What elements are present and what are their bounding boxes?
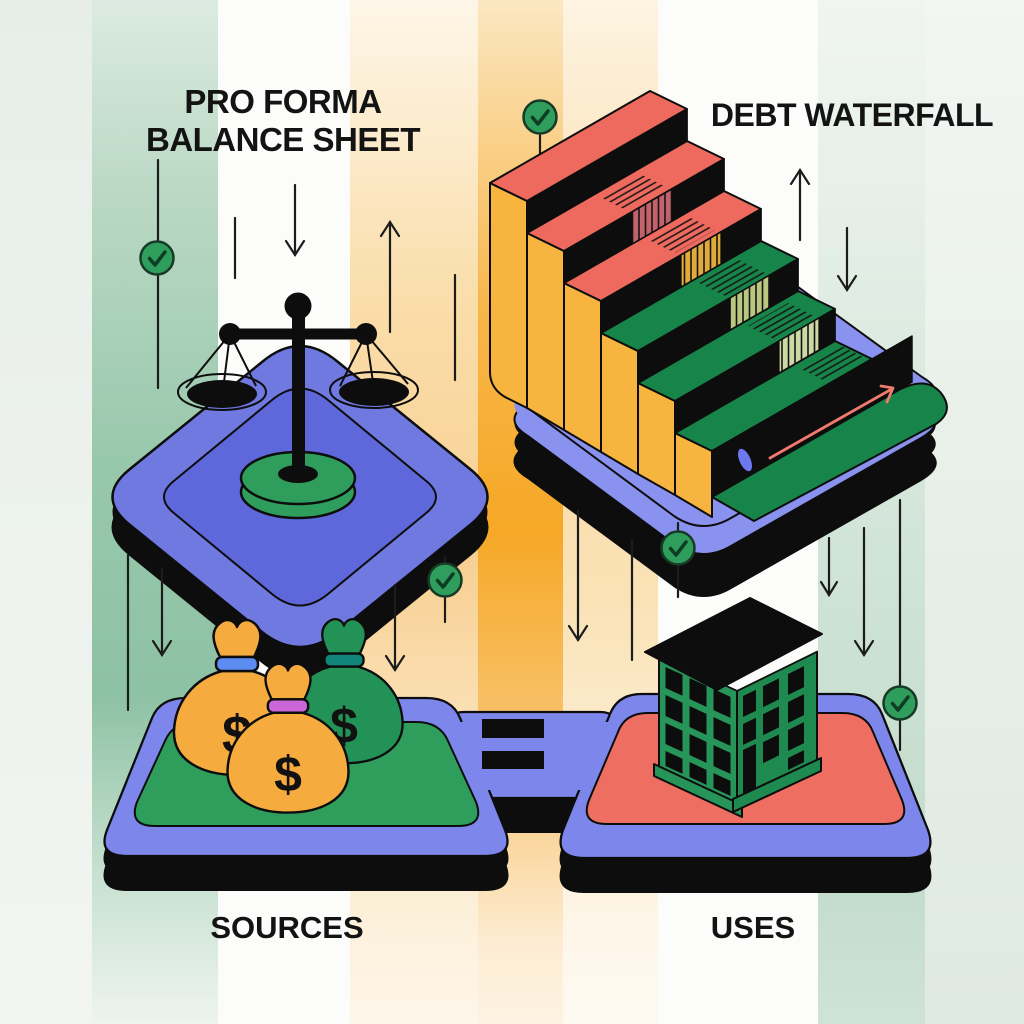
down-arrow-icon <box>819 536 839 598</box>
equals-sign <box>482 719 544 769</box>
building-roof <box>644 597 823 691</box>
up-arrow-icon <box>789 167 811 242</box>
balance-scale-icon <box>177 292 419 520</box>
down-arrow-icon <box>567 508 589 643</box>
stairs-landing <box>711 382 948 522</box>
up-arrow-icon <box>379 219 401 334</box>
riser-dot <box>737 448 753 472</box>
scale-pole <box>292 306 305 476</box>
money-bag-icon: $ <box>226 662 350 814</box>
down-arrow-icon <box>853 526 875 658</box>
balance-sheet-title-line1: PRO FORMA <box>184 83 381 120</box>
scale-pans <box>177 371 419 411</box>
down-arrow-icon <box>151 566 173 658</box>
waterfall-cascades <box>600 174 865 381</box>
check-circle-icon <box>427 562 463 598</box>
building-right-wall <box>736 650 818 801</box>
balance-sheet-platform <box>111 292 489 678</box>
sources-label: SOURCES <box>210 910 363 945</box>
balance-sheet-title-line2: BALANCE SHEET <box>146 121 420 158</box>
dollar-sign: $ <box>274 746 302 802</box>
bag-tie-band <box>323 652 365 668</box>
check-circle-icon <box>139 240 175 276</box>
building-door <box>743 743 756 795</box>
payment-flow-arrow <box>737 384 895 472</box>
building-plinth-left <box>653 763 743 818</box>
building-icon <box>644 597 823 818</box>
debt-waterfall-stairs-icon <box>489 90 948 597</box>
down-arrow-icon <box>284 183 306 258</box>
building-plinth-right <box>732 757 822 813</box>
bag-tie-band <box>266 698 310 714</box>
check-circle-icon <box>522 99 558 135</box>
uses-label: USES <box>711 910 795 945</box>
down-arrow-icon <box>384 583 406 673</box>
check-circle-icon <box>660 530 696 566</box>
building-left-wall <box>658 653 738 804</box>
bag-tie-band <box>214 655 260 673</box>
check-circle-icon <box>882 685 918 721</box>
debt-waterfall-title: DEBT WATERFALL <box>711 97 993 133</box>
check-circles <box>139 240 918 721</box>
money-bags: $ $ $ <box>172 618 404 814</box>
down-arrow-icon <box>836 226 858 293</box>
